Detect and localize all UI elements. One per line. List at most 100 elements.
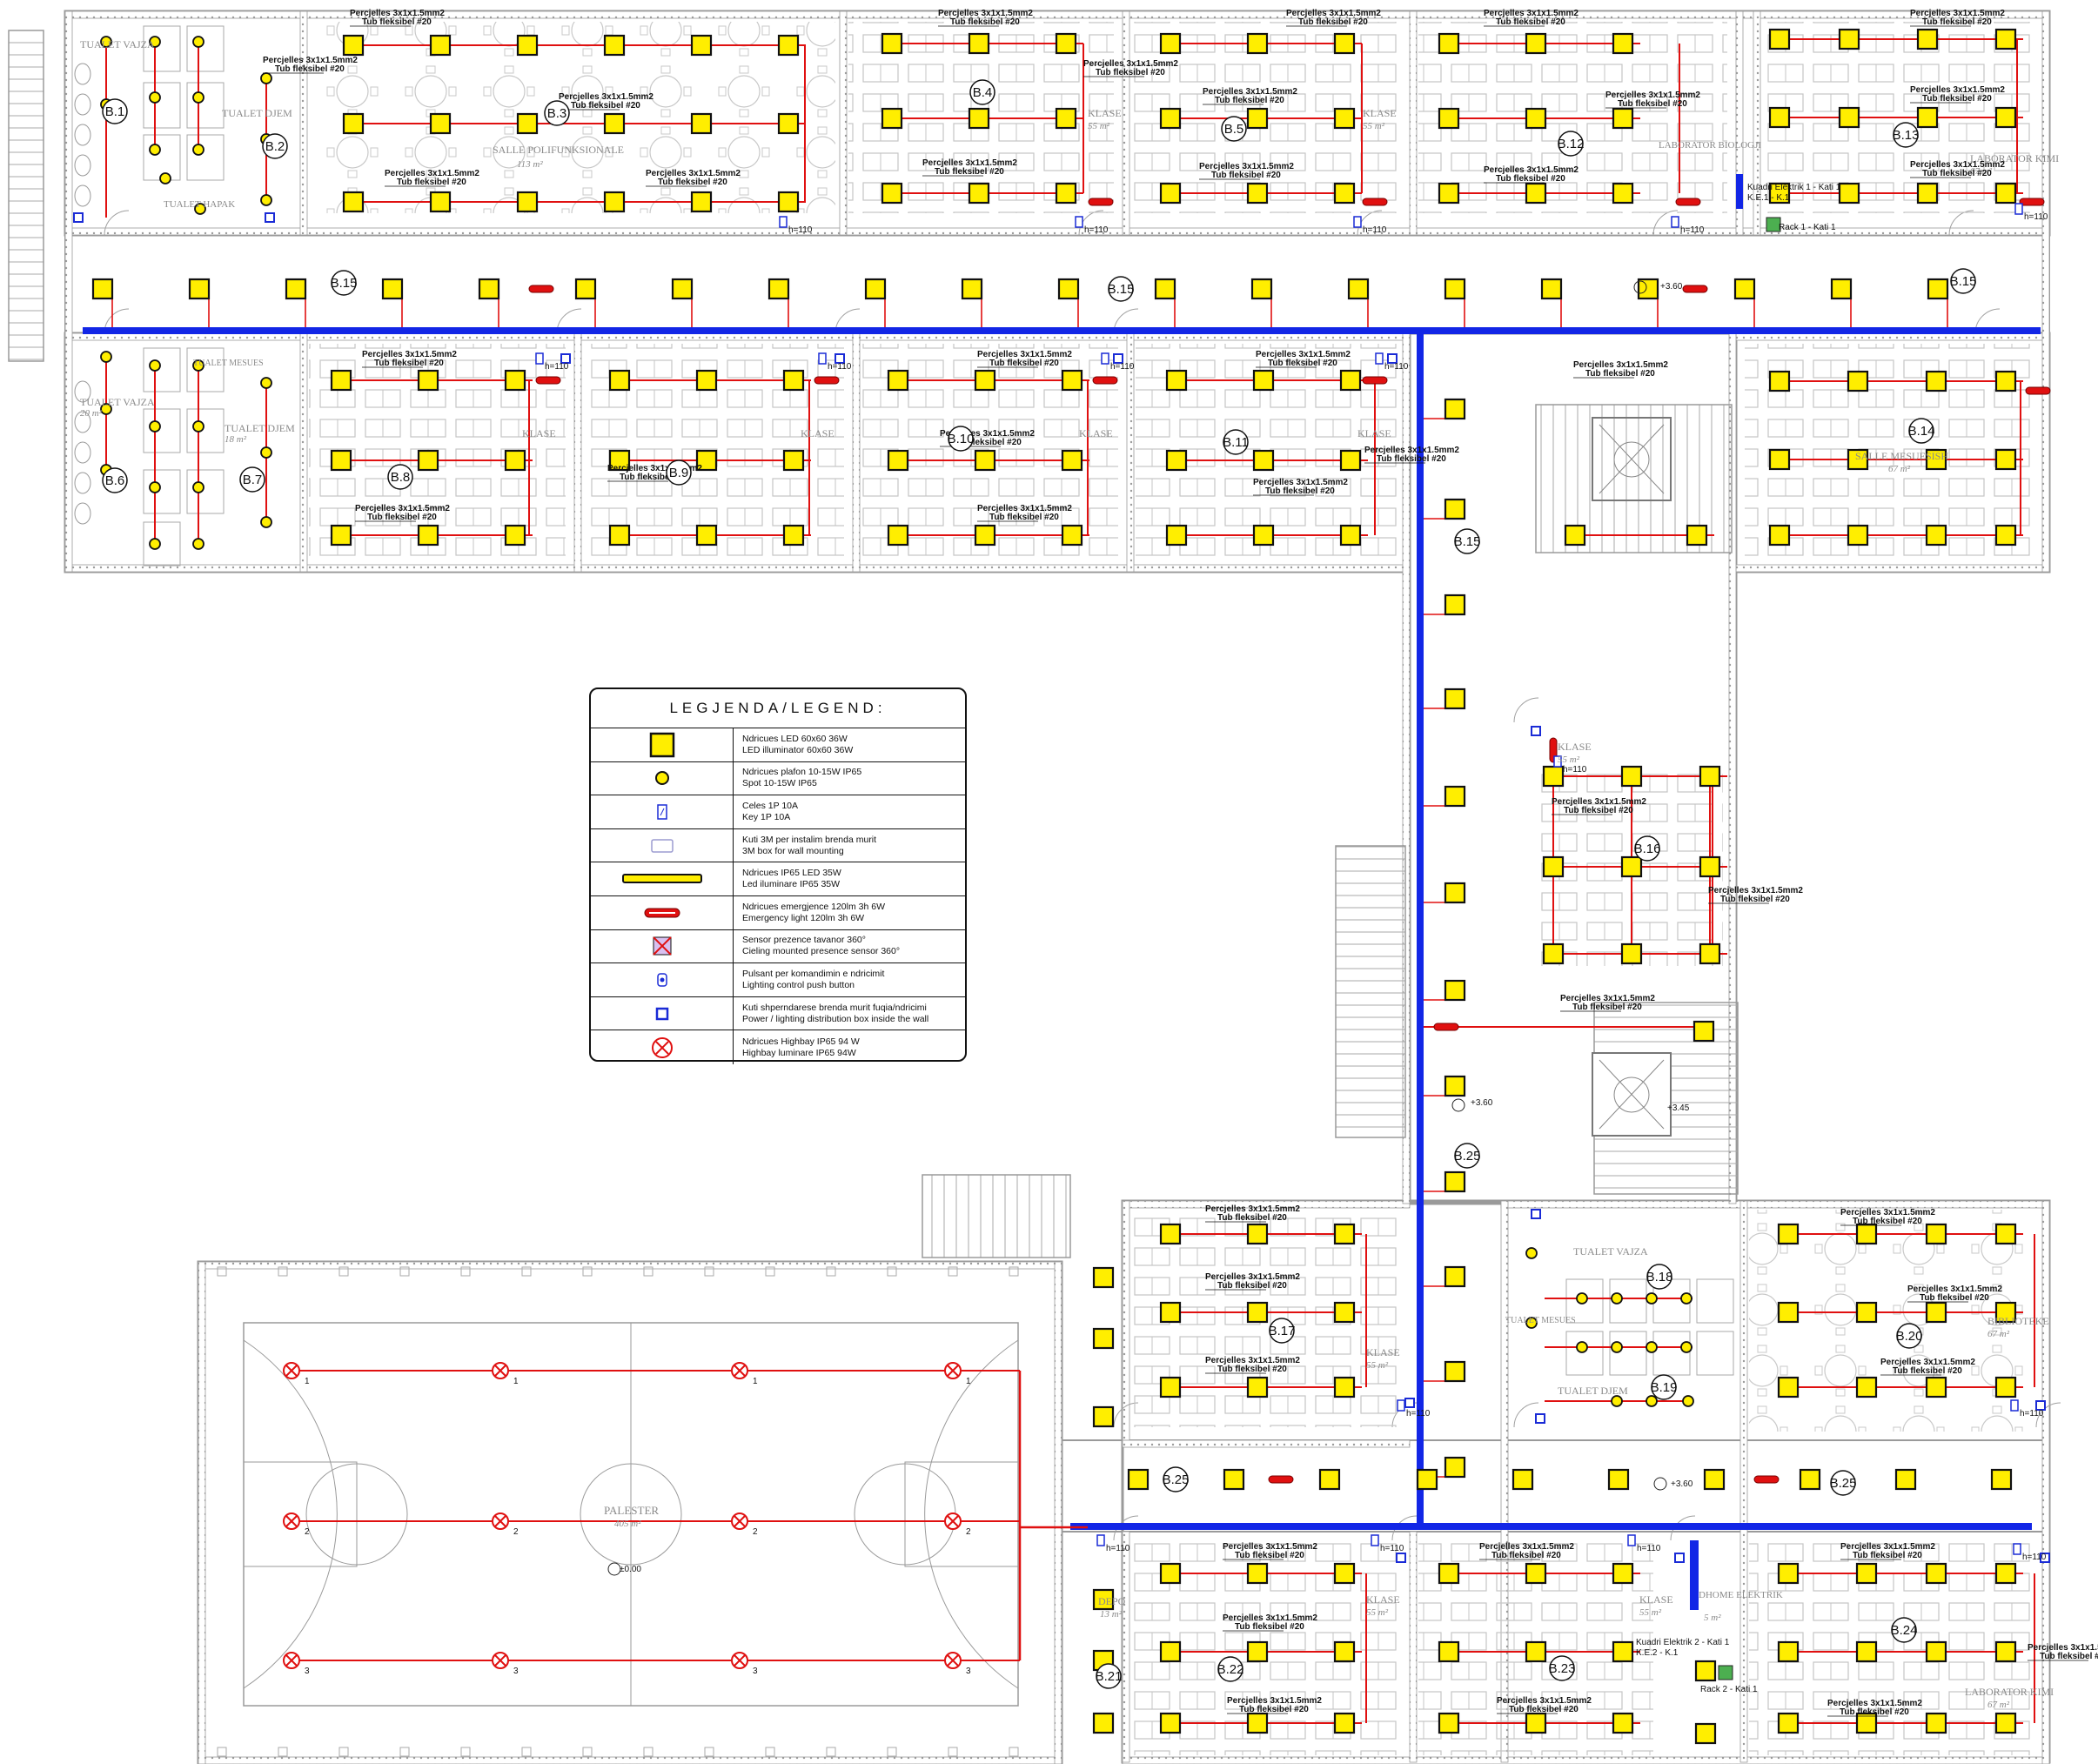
switch-symbol bbox=[1353, 216, 1362, 228]
elevator-fan bbox=[1613, 1077, 1650, 1113]
mount-height: h=110 bbox=[1406, 1409, 1431, 1419]
led-panel-fixture bbox=[603, 112, 626, 135]
toilet-stall bbox=[1696, 1331, 1734, 1376]
cable-spec: Percjelles 3x1x1.5mm2 bbox=[385, 169, 479, 178]
circuit-tag-label: B.15 bbox=[1454, 534, 1481, 549]
ceiling-spot-fixture bbox=[149, 420, 161, 433]
room-label: KLASE bbox=[1079, 427, 1113, 439]
legend-line-1: Ndricues plafon 10-15W IP65 bbox=[742, 767, 862, 778]
fixtures-layer bbox=[73, 28, 2051, 1745]
led-panel-fixture bbox=[974, 369, 996, 392]
wall-hatch bbox=[64, 332, 1411, 341]
cable-spec: Percjelles 3x1x1.5mm2 bbox=[1840, 1542, 1935, 1552]
highbay-row-number: 3 bbox=[966, 1667, 971, 1676]
led-panel-fixture bbox=[1612, 182, 1634, 205]
legend-row: Sensor prezence tavanor 360°Cieling moun… bbox=[591, 929, 965, 964]
led-panel-fixture bbox=[1347, 278, 1370, 300]
led-panel-fixture bbox=[1252, 449, 1275, 472]
led-panel-fixture bbox=[968, 182, 990, 205]
toilet-bowl bbox=[74, 502, 91, 525]
electrical-panel bbox=[1736, 174, 1743, 209]
tube-spec: Tub fleksibel #20 bbox=[397, 178, 466, 187]
led-panel-fixture bbox=[1159, 1223, 1182, 1245]
led-panel-fixture bbox=[1925, 1562, 1947, 1585]
mount-height: h=110 bbox=[2020, 1409, 2044, 1419]
led-panel-fixture bbox=[1620, 942, 1643, 965]
column bbox=[278, 1747, 288, 1757]
circuit-tag-label: B.3 bbox=[547, 106, 567, 121]
led-panel-fixture bbox=[429, 34, 452, 57]
legend-symbol bbox=[591, 761, 734, 795]
led-panel-fixture bbox=[1612, 1712, 1634, 1734]
switch-symbol bbox=[1397, 1399, 1405, 1412]
led-panel-fixture bbox=[1916, 28, 1939, 50]
led-panel-fixture bbox=[1444, 1170, 1466, 1193]
led-panel-fixture bbox=[1768, 28, 1791, 50]
highbay-icon bbox=[651, 1036, 673, 1058]
highbay-cross bbox=[947, 1654, 959, 1667]
led-panel-fixture bbox=[1540, 278, 1563, 300]
led-panel-fixture bbox=[1925, 370, 1947, 392]
ceiling-spot-fixture bbox=[1680, 1341, 1692, 1353]
ceiling-spot-fixture bbox=[194, 203, 206, 215]
led-panel-fixture bbox=[91, 278, 114, 300]
highbay-cross bbox=[285, 1654, 298, 1667]
led-panel-fixture bbox=[1444, 1456, 1466, 1479]
column bbox=[338, 1266, 349, 1277]
switch-symbol bbox=[818, 352, 827, 365]
switch-symbol bbox=[1101, 352, 1109, 365]
electrical-panel bbox=[1690, 1540, 1699, 1610]
circuit-tag bbox=[1163, 1466, 1189, 1492]
circuit-tag bbox=[1651, 1374, 1677, 1400]
tube-spec: Tub fleksibel #20 bbox=[1265, 486, 1335, 496]
circuit-tag bbox=[239, 466, 265, 493]
column bbox=[826, 1747, 836, 1757]
three-point-arc bbox=[924, 1339, 1019, 1689]
tube-spec: Tub fleksibel #20 bbox=[1235, 1551, 1304, 1560]
legend-line-2: Emergency light 120lm 3h 6W bbox=[742, 912, 865, 923]
toilet-stall bbox=[186, 469, 225, 514]
toilet-stall bbox=[186, 25, 225, 72]
highbay-row-number: 2 bbox=[305, 1527, 310, 1537]
emergency-light-fixture bbox=[814, 376, 840, 385]
toilet-bowl bbox=[74, 380, 91, 403]
ceiling-spot-fixture bbox=[260, 194, 272, 206]
level-marker bbox=[1633, 280, 1647, 294]
tube-spec: Tub fleksibel #20 bbox=[989, 359, 1059, 368]
led-panel-fixture bbox=[1994, 1562, 2017, 1585]
led-panel-fixture bbox=[1699, 855, 1721, 878]
led-panel-fixture bbox=[1847, 524, 1869, 547]
led-panel-fixture bbox=[1838, 106, 1860, 129]
legend-line-1: Ndricues LED 60x60 36W bbox=[742, 733, 848, 744]
ceiling-spot-fixture bbox=[149, 538, 161, 550]
led-panel-fixture bbox=[1699, 942, 1721, 965]
wall-hatch bbox=[64, 10, 73, 573]
room-label: TUALET MESUES bbox=[1505, 1316, 1576, 1325]
circuit-tag bbox=[1908, 418, 1934, 444]
led-panel-fixture bbox=[1855, 1640, 1878, 1663]
tube-spec: Tub fleksibel #20 bbox=[1920, 1293, 1989, 1303]
circuit-tag bbox=[1217, 1656, 1243, 1682]
led-panel-fixture bbox=[478, 278, 500, 300]
wall-hatch bbox=[2041, 1200, 2050, 1764]
led-panel-fixture bbox=[1444, 498, 1466, 520]
highbay-cross bbox=[734, 1515, 746, 1527]
mount-height: h=110 bbox=[2024, 212, 2048, 222]
led-panel-fixture bbox=[1159, 107, 1182, 130]
presence-sensor-icon bbox=[652, 936, 672, 956]
mount-height: h=110 bbox=[1637, 1544, 1661, 1553]
tube-spec: Tub fleksibel #20 bbox=[1922, 17, 1992, 27]
highbay-cross bbox=[494, 1654, 506, 1667]
legend-symbol bbox=[591, 963, 734, 996]
led-panel-fixture bbox=[881, 182, 903, 205]
tube-spec: Tub fleksibel #20 bbox=[1217, 1365, 1287, 1374]
circuit-tag-label: B.6 bbox=[105, 473, 125, 488]
led-panel-fixture bbox=[974, 524, 996, 547]
cable-spec: Percjelles 3x1x1.5mm2 bbox=[1497, 1696, 1592, 1706]
led-panel-fixture bbox=[1438, 1562, 1460, 1585]
led-panel-fixture bbox=[1246, 1712, 1269, 1734]
tube-spec: Tub fleksibel #20 bbox=[1491, 1551, 1561, 1560]
